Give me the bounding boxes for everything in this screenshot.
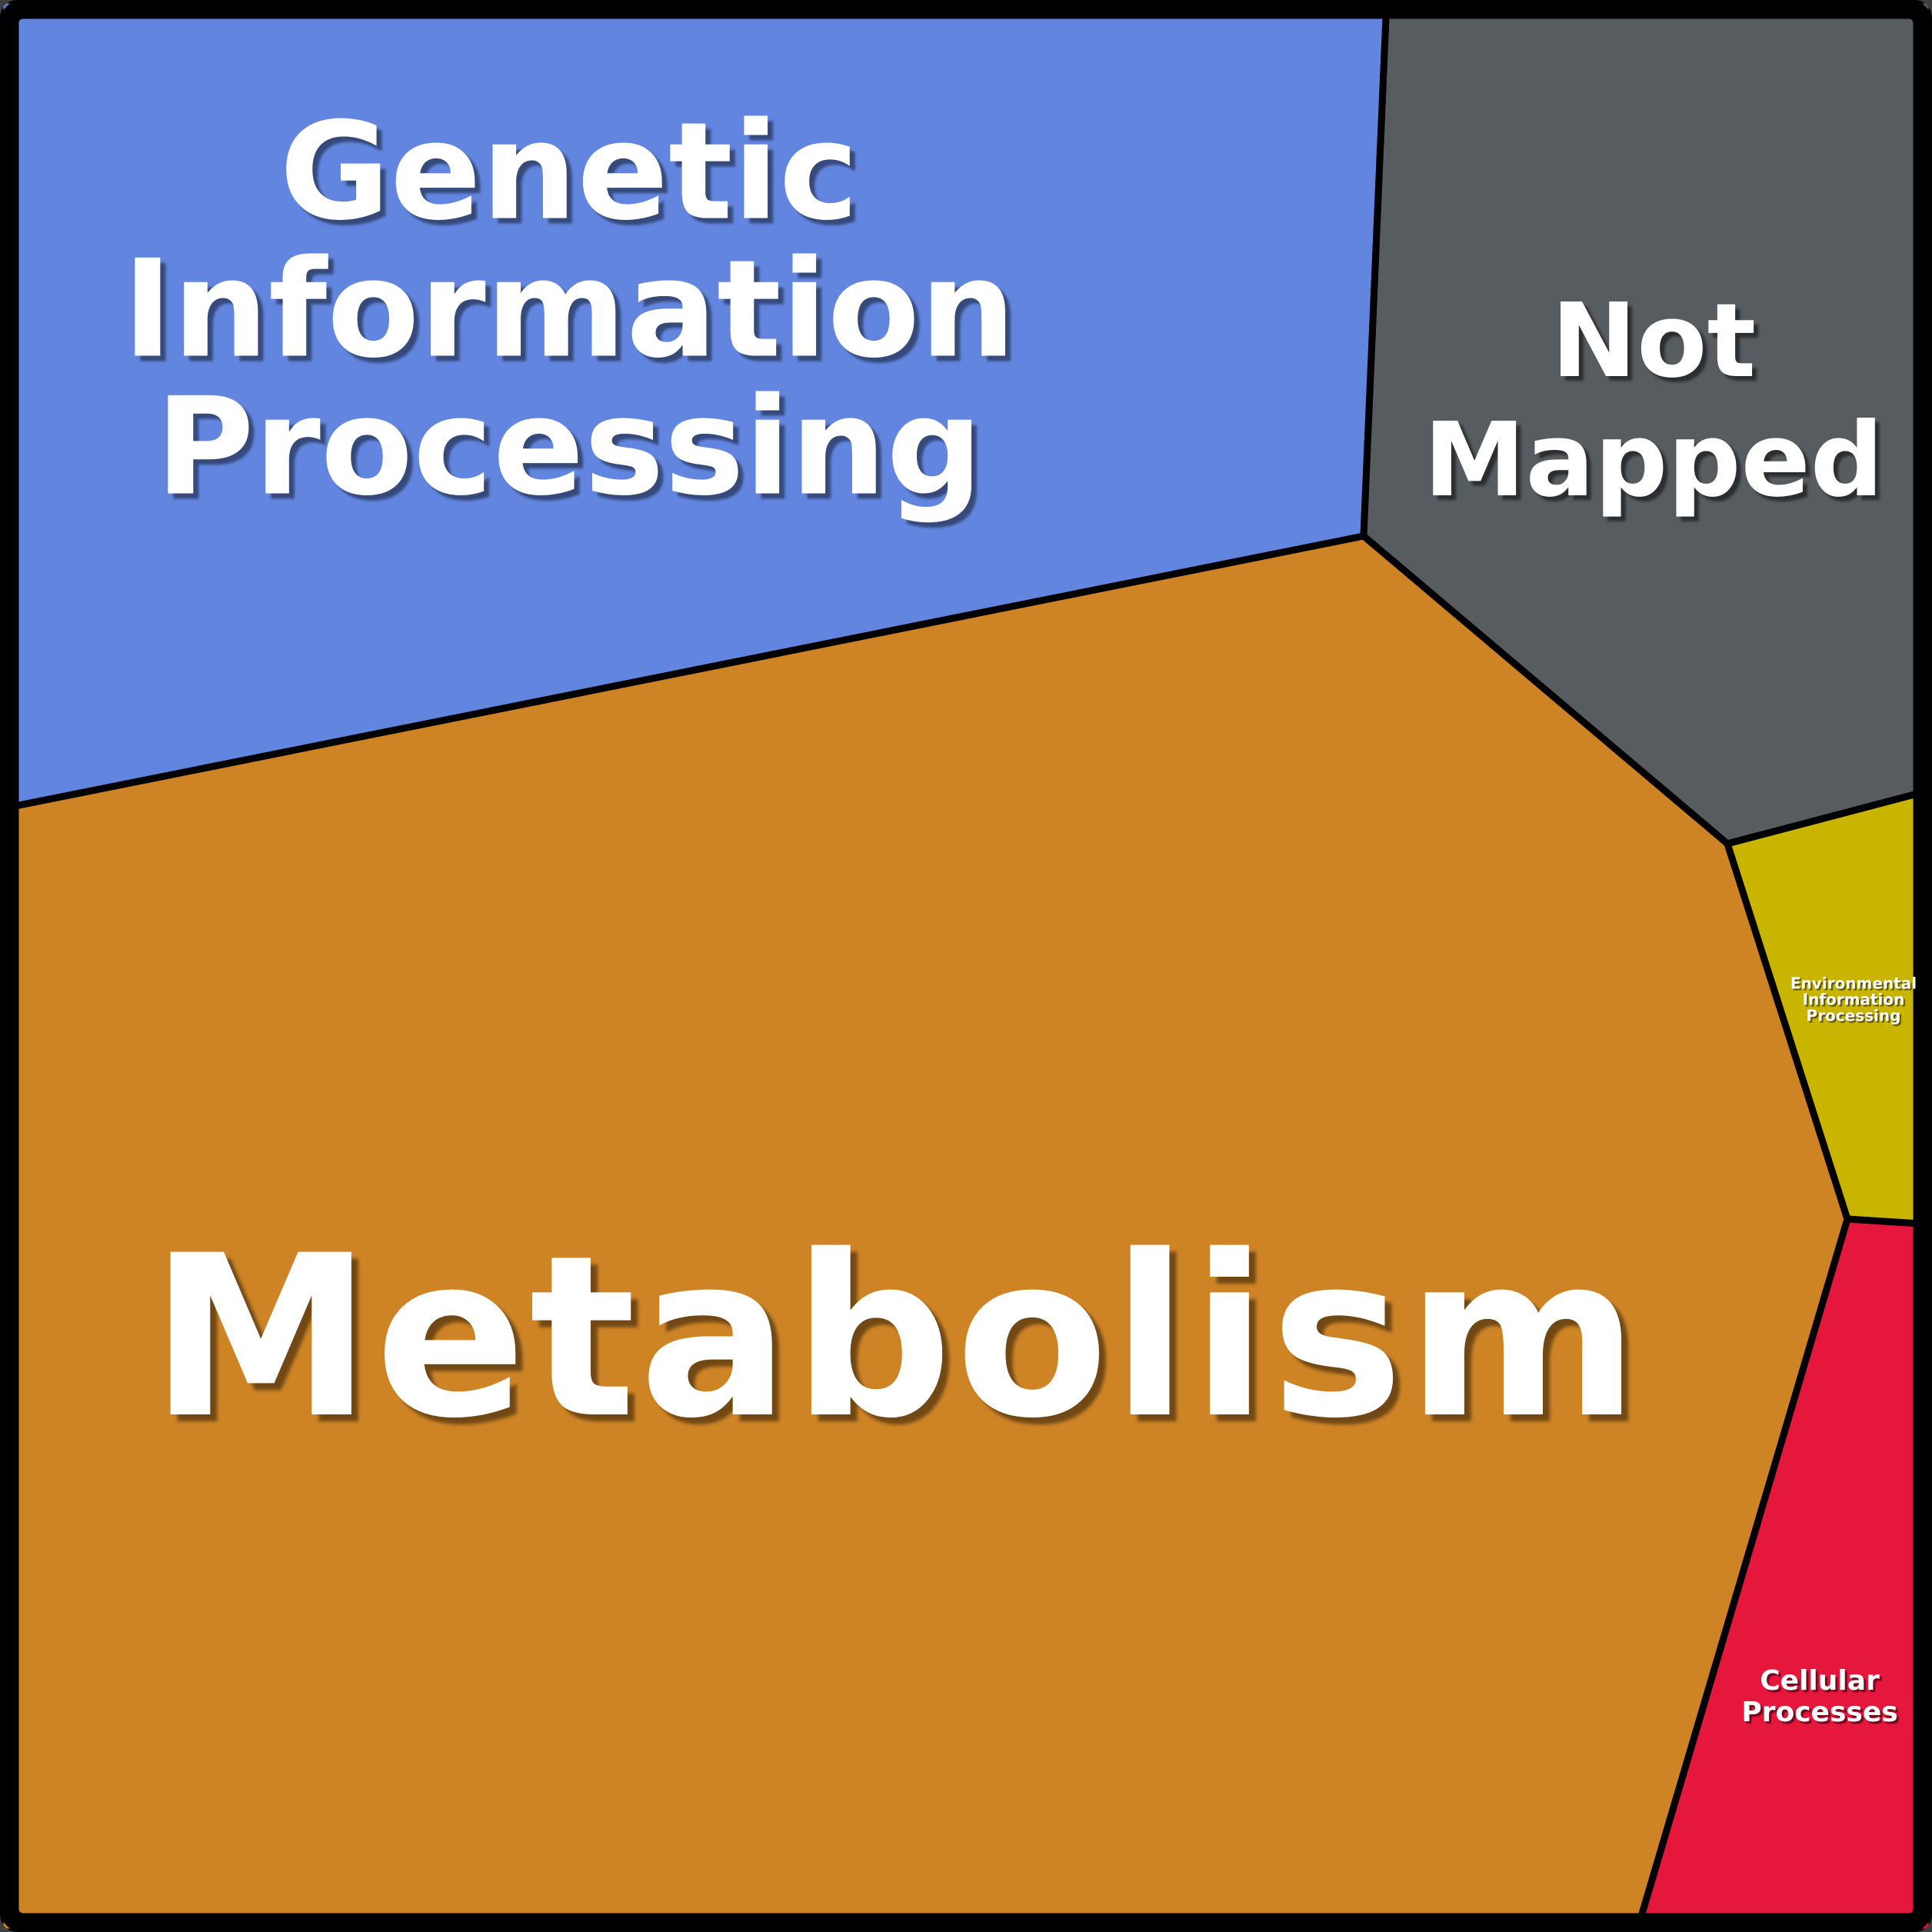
region-environmental-information-processing xyxy=(1724,786,1932,1228)
region-cellular-processes xyxy=(1633,1215,1932,1932)
